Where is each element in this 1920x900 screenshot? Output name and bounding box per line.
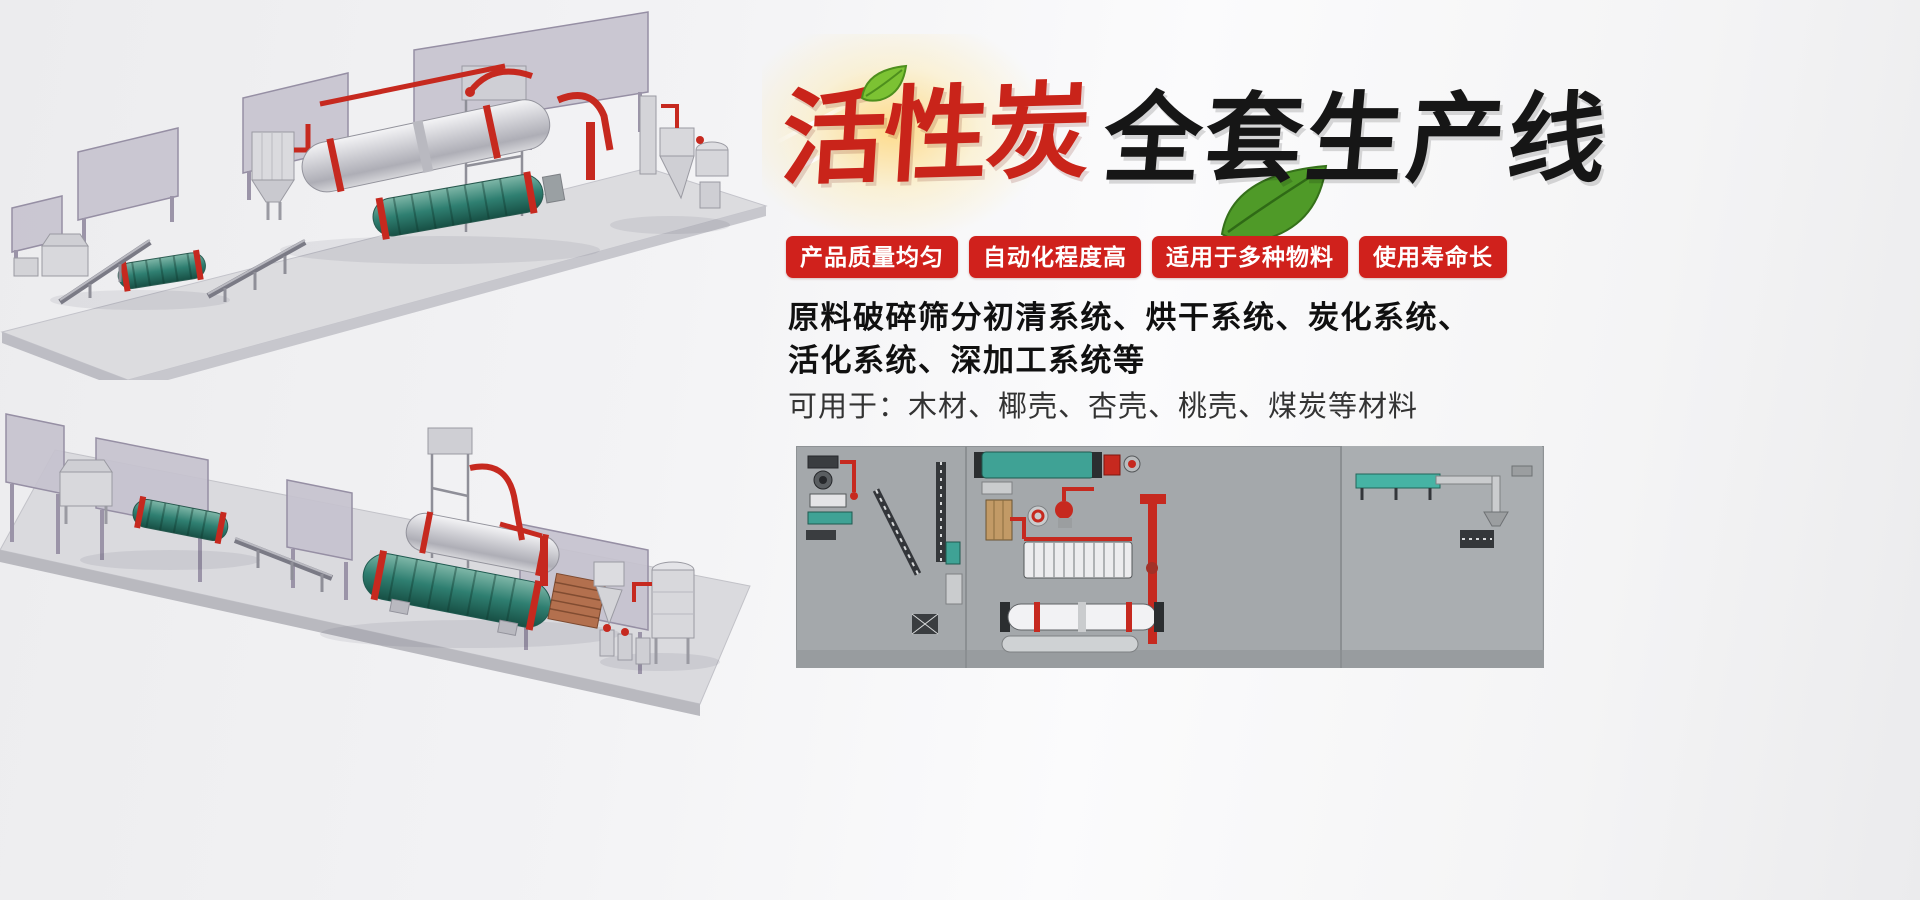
production-line-schematic-icon [795, 445, 1545, 669]
badge-materials: 适用于多种物料 [1152, 236, 1348, 278]
title-black: 全套生产线 [1099, 84, 1614, 194]
feature-badges: 产品质量均匀 自动化程度高 适用于多种物料 使用寿命长 [786, 236, 1507, 278]
description-line-2: 活化系统、深加工系统等 [788, 343, 1146, 378]
badge-lifespan: 使用寿命长 [1359, 236, 1507, 278]
badge-quality: 产品质量均匀 [786, 236, 958, 278]
description-line-1: 原料破碎筛分初清系统、烘干系统、炭化系统、 [788, 300, 1471, 335]
production-line-render-top-icon [0, 0, 770, 391]
description-block: 原料破碎筛分初清系统、烘干系统、炭化系统、 活化系统、深加工系统等 可用于：木材… [788, 296, 1471, 428]
production-line-render-bottom-icon [0, 372, 760, 772]
badge-automation: 自动化程度高 [969, 236, 1141, 278]
leaf-icon [858, 62, 910, 111]
title-glow [762, 34, 1052, 244]
title-red: 活性炭 [778, 74, 1092, 198]
description-line-3: 可用于：木材、椰壳、杏壳、桃壳、煤炭等材料 [788, 391, 1419, 423]
